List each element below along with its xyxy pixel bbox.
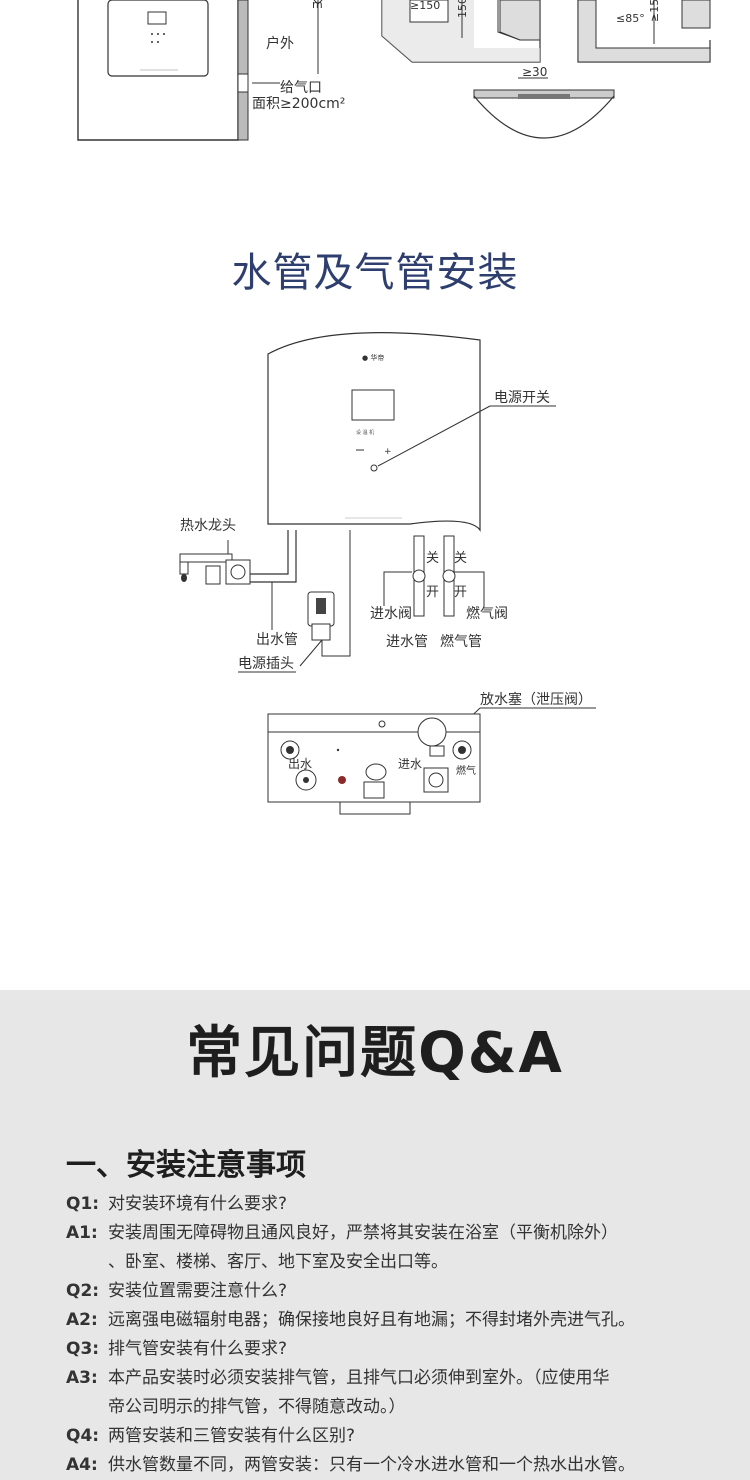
qa-line: Q1: 对安装环境有什么要求? [66, 1190, 726, 1219]
label-gas-valve: 燃气阀 [466, 605, 508, 622]
brand-logo-icon: ● 华帝 [362, 353, 384, 362]
qa-heading: 常见问题Q&A [186, 1021, 564, 1086]
power-plug-icon [307, 591, 335, 641]
dim-150-a: ≥150 [410, 0, 440, 12]
svg-text:+: + [384, 447, 392, 457]
label-bottom-outlet: 出水 [288, 757, 312, 771]
qa-line: 、卧室、楼梯、客厅、地下室及安全出口等。 [66, 1248, 726, 1277]
qa-text: 本产品安装时必须安装排气管，且排气口必须伸到室外。（应使用华 [108, 1368, 610, 1388]
bowl-outline [473, 95, 615, 139]
qa-line: Q3: 排气管安装有什么要求? [66, 1335, 726, 1364]
label-open-1: 开 [426, 585, 439, 600]
label-bottom-inlet: 进水 [398, 757, 422, 771]
qa-section: 常见问题Q&A 一、安装注意事项 Q1: 对安装环境有什么要求? A1: 安装周围无… [0, 990, 750, 1480]
label-inlet: 给气口 [280, 80, 322, 96]
qa-line: Q4: 两管安装和三管安装有什么区别? [66, 1422, 726, 1451]
qa-text: 帝公司明示的排气管，不得随意改动。） [108, 1397, 406, 1417]
heater-bottom-view [267, 713, 481, 815]
qa-text: 排气管安装有什么要求? [108, 1339, 288, 1359]
label-inlet-valve: 进水阀 [370, 606, 412, 622]
clearance-diagram: m 户外 给气口 面积≥200cm² ≥150 150 ≤85° ≥150 ≥3… [77, 0, 711, 141]
label-bottom-gas: 燃气 [456, 764, 476, 777]
label-close-1: 关 [426, 551, 439, 566]
qa-key: A2: [66, 1310, 98, 1330]
qa-line: A1: 安装周围无障碍物且通风良好，严禁将其安装在浴室（平衡机除外） [66, 1219, 726, 1248]
qa-key: A3: [66, 1368, 98, 1388]
qa-line: A3: 本产品安装时必须安装排气管，且排气口必须伸到室外。（应使用华 [66, 1364, 726, 1393]
qa-text: 供水管数量不同，两管安装：只有一个冷水进水管和一个热水出水管。 [108, 1455, 635, 1475]
dim-150-b: 150 [456, 0, 469, 18]
qa-key: A4: [66, 1455, 98, 1475]
label-power-switch: 电源开关 [494, 390, 550, 406]
inlet-opening [237, 73, 249, 93]
display-screen [147, 11, 167, 25]
label-hot-faucet: 热水龙头 [180, 518, 236, 534]
heater-body [267, 332, 481, 532]
dim-30: ≥30 [522, 65, 547, 79]
inlet-valve-icon [412, 569, 426, 583]
power-switch-icon [370, 464, 378, 472]
dim-85: ≤85° [616, 12, 645, 25]
label-power-plug: 电源插头 [238, 656, 294, 672]
label-drain-plug: 放水塞（泄压阀） [480, 691, 592, 708]
qa-text: 对安装环境有什么要求? [108, 1194, 288, 1214]
hot-faucet-icon [179, 553, 251, 585]
heater-front-panel [107, 0, 209, 77]
qa-list: Q1: 对安装环境有什么要求? A1: 安装周围无障碍物且通风良好，严禁将其安装在浴… [66, 1190, 726, 1480]
installation-diagram-area: m 户外 给气口 面积≥200cm² ≥150 150 ≤85° ≥150 ≥3… [77, 0, 711, 815]
qa-text: 安装周围无障碍物且通风良好，严禁将其安装在浴室（平衡机除外） [108, 1223, 618, 1243]
dim-150-c: ≥150 [648, 0, 661, 22]
qa-key: Q1: [66, 1194, 100, 1214]
pipe-install-diagram: ● 华帝 设 温 机 + 电源开关 热水龙头 出水管 [179, 332, 596, 815]
qa-line: A4: 供水管数量不同，两管安装：只有一个冷水进水管和一个热水出水管。 [66, 1451, 726, 1480]
qa-key: Q2: [66, 1281, 100, 1301]
label-open-2: 开 [454, 585, 467, 600]
svg-text:设 温 机: 设 温 机 [356, 429, 374, 436]
qa-key: Q4: [66, 1426, 100, 1446]
qa-text: 安装位置需要注意什么? [108, 1281, 288, 1301]
qa-key [66, 1393, 108, 1422]
label-inlet-pipe: 进水管 [386, 634, 428, 650]
qa-text: 、卧室、楼梯、客厅、地下室及安全出口等。 [108, 1252, 448, 1272]
svg-text:m: m [312, 0, 323, 11]
qa-section-title: 一、安装注意事项 [66, 1148, 306, 1183]
wall [237, 0, 249, 141]
qa-key: A1: [66, 1223, 98, 1243]
qa-line: A2: 远离强电磁辐射电器；确保接地良好且有地漏；不得封堵外壳进气孔。 [66, 1306, 726, 1335]
qa-line: Q2: 安装位置需要注意什么? [66, 1277, 726, 1306]
label-inlet-area: 面积≥200cm² [252, 96, 345, 112]
qa-key: Q3: [66, 1339, 100, 1359]
qa-text: 两管安装和三管安装有什么区别? [108, 1426, 356, 1446]
label-gas-pipe: 燃气管 [440, 633, 482, 650]
label-outdoor: 户外 [266, 35, 294, 52]
display-screen [351, 389, 395, 421]
gas-valve-icon [442, 569, 456, 583]
section-title-pipe-install: 水管及气管安装 [231, 250, 519, 296]
qa-line: 帝公司明示的排气管，不得随意改动。） [66, 1393, 726, 1422]
qa-key [66, 1248, 108, 1277]
label-close-2: 关 [454, 551, 467, 566]
qa-text: 远离强电磁辐射电器；确保接地良好且有地漏；不得封堵外壳进气孔。 [108, 1310, 635, 1330]
label-outlet-pipe: 出水管 [256, 632, 298, 648]
